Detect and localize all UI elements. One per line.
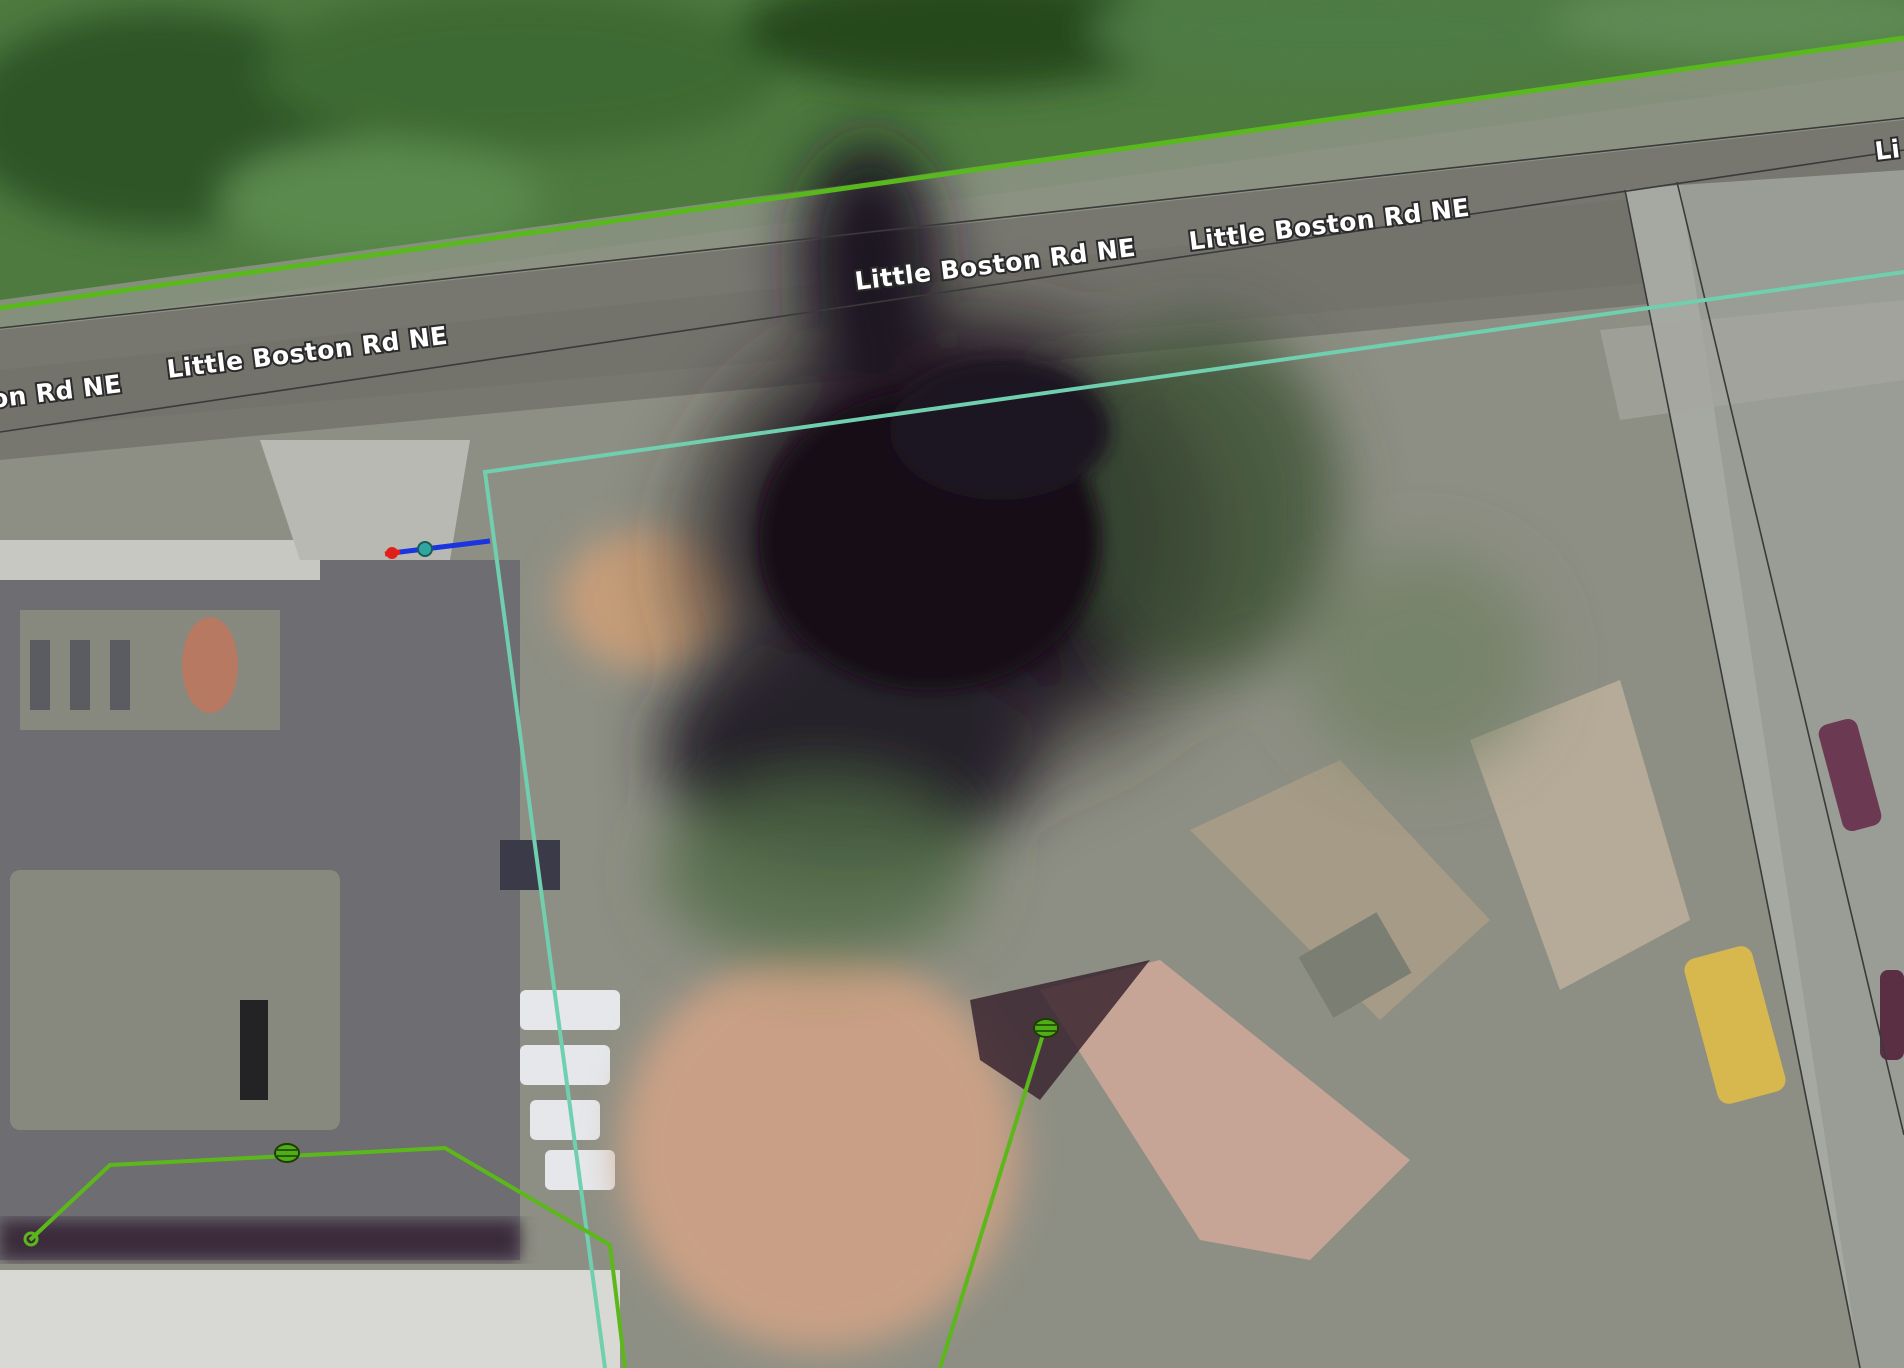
- large-tree: [660, 140, 1540, 960]
- parking-lot: [0, 440, 620, 1368]
- service-line[interactable]: [391, 538, 491, 556]
- water-main-east[interactable]: [938, 1027, 1047, 1368]
- water-mains[interactable]: [28, 1027, 1047, 1368]
- street-label-5: Li: [1873, 134, 1902, 166]
- valve-icon[interactable]: [274, 1143, 300, 1163]
- building: [970, 680, 1690, 1260]
- water-main-west[interactable]: [28, 1145, 627, 1368]
- service-end-icon[interactable]: [384, 547, 401, 559]
- right-of-way-line: [0, 35, 1904, 311]
- road-lines: [0, 117, 1904, 1368]
- valve-icon[interactable]: [1033, 1018, 1059, 1038]
- side-road: [1600, 170, 1904, 1368]
- meter-icon[interactable]: [417, 541, 433, 557]
- parcel-boundary[interactable]: [482, 270, 1904, 1368]
- node-icon[interactable]: [23, 1231, 39, 1247]
